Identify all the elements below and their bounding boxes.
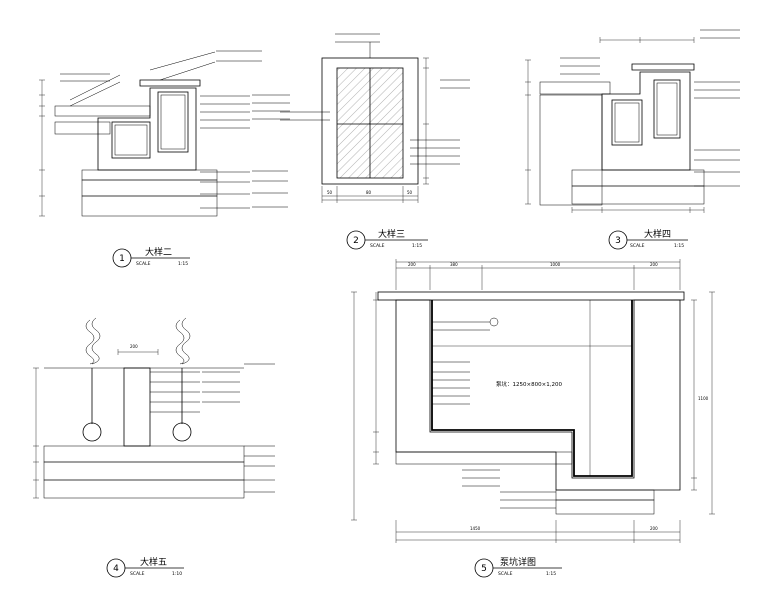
d4-gravel-layer <box>43 479 245 499</box>
d4-water-jet-right <box>175 319 185 365</box>
d4-cushion <box>43 445 245 463</box>
d4-dim-a: 200 <box>130 344 138 349</box>
d4-lamp-right <box>172 422 192 442</box>
d5-left-dim-ticks <box>351 291 379 521</box>
d5-pit-walls <box>395 299 681 491</box>
d5-right-dim: 1100 <box>698 396 709 401</box>
title-block-4: 4 大样五 SCALE 1:10 <box>106 556 184 578</box>
d3-leaders <box>560 29 740 187</box>
d2-dim-1: 50 <box>327 190 333 195</box>
title-5-number: 5 <box>481 564 487 574</box>
title-1-number: 1 <box>119 254 125 264</box>
d1-annotation-text <box>60 50 290 208</box>
d1-paving-base <box>54 121 111 135</box>
d4-concrete-base <box>43 461 245 481</box>
title-3-name: 大样四 <box>644 228 671 240</box>
title-3-scale-label: SCALE <box>630 243 645 249</box>
d5-bottom-dim-1: 1450 <box>470 526 481 531</box>
d5-top-dim-2: 380 <box>450 262 458 267</box>
title-2-scale-label: SCALE <box>370 243 385 249</box>
d5-leaders <box>432 317 556 509</box>
d5-base-right <box>555 489 655 501</box>
title-1-scale: 1:15 <box>178 261 188 267</box>
title-4-name: 大样五 <box>140 556 167 568</box>
d3-dim-ticks <box>525 37 705 213</box>
d4-water-jet-left <box>85 319 95 365</box>
title-block-1: 1 大样二 SCALE 1:15 <box>112 246 190 268</box>
d5-top-dim-4: 200 <box>650 262 658 267</box>
d1-channel-lining <box>114 124 148 156</box>
d5-top-dim-ticks <box>395 259 681 290</box>
title-2-scale: 1:15 <box>412 243 422 249</box>
d5-top-dim-1: 200 <box>408 262 416 267</box>
d3-planter-void <box>653 79 681 139</box>
d4-dim-ticks <box>33 349 159 499</box>
d1-planter-lining <box>160 94 186 150</box>
title-4-number: 4 <box>113 564 119 574</box>
detail-4-section: 200 <box>33 317 275 499</box>
d1-paving <box>54 105 151 117</box>
d5-top-slab <box>377 291 685 301</box>
d1-gravel-layer <box>81 195 218 217</box>
d3-concrete-base <box>571 169 705 187</box>
d3-soil <box>539 94 603 206</box>
title-2-name: 大样三 <box>378 228 405 240</box>
title-1-name: 大样二 <box>145 246 172 258</box>
d1-leaders <box>69 51 250 209</box>
title-block-5: 5 泵坑详图 SCALE 1:15 <box>474 556 562 578</box>
d1-dim-ticks <box>39 79 45 217</box>
d3-coping <box>631 63 695 71</box>
d1-concrete-base <box>81 179 218 197</box>
d3-gravel-layer <box>571 185 705 205</box>
d4-lamp-left <box>82 422 102 442</box>
d4-wall <box>123 367 151 447</box>
d3-paving <box>539 81 611 95</box>
d5-bottom-dim-2: 200 <box>650 526 658 531</box>
d2-right-dim-ticks <box>423 57 429 185</box>
title-2-number: 2 <box>353 236 359 246</box>
d5-pit-size-label: 泵坑：1250×800×1,200 <box>496 380 562 388</box>
d4-water-jet-right-2 <box>181 317 191 365</box>
d1-planter-void <box>157 91 189 153</box>
d1-wall <box>97 87 197 171</box>
d2-dim-3: 50 <box>407 190 413 195</box>
d5-gravel-left <box>395 451 573 465</box>
d3-channel <box>611 99 643 146</box>
d5-pit-lining <box>431 300 633 477</box>
d5-top-dim-3: 1000 <box>550 262 561 267</box>
title-3-scale: 1:15 <box>674 243 684 249</box>
detail-3-section <box>525 29 740 213</box>
title-5-scale-label: SCALE <box>498 571 513 577</box>
detail-1-section <box>39 50 290 217</box>
d1-channel <box>111 121 151 159</box>
d3-planter-lining <box>656 82 678 136</box>
d5-right-dim-ticks <box>691 291 715 515</box>
title-3-number: 3 <box>615 236 621 246</box>
d4-water-jet-left-2 <box>91 317 101 365</box>
d5-gravel-right <box>555 499 655 515</box>
d2-dim-2: 80 <box>366 190 372 195</box>
d1-cushion <box>81 169 218 181</box>
d4-leaders <box>150 363 275 493</box>
d1-coping <box>139 79 201 87</box>
d5-bottom-dim-ticks <box>395 520 681 543</box>
d2-bottom-dim-ticks <box>321 186 419 203</box>
title-4-scale-label: SCALE <box>130 571 145 577</box>
d3-channel-lining <box>614 102 640 143</box>
title-5-name: 泵坑详图 <box>500 556 536 568</box>
d3-wall <box>601 71 691 171</box>
title-1-scale-label: SCALE <box>136 261 151 267</box>
title-4-scale: 1:10 <box>172 571 182 577</box>
title-block-2: 2 大样三 SCALE 1:15 <box>346 228 428 250</box>
detail-2-elevation: 50 80 50 <box>280 33 470 203</box>
title-5-scale: 1:15 <box>546 571 556 577</box>
d2-leaders <box>280 33 470 165</box>
detail-5-pit: 泵坑：1250×800×1,200 200 380 1000 200 <box>351 259 715 543</box>
title-block-3: 3 大样四 SCALE 1:15 <box>608 228 688 250</box>
